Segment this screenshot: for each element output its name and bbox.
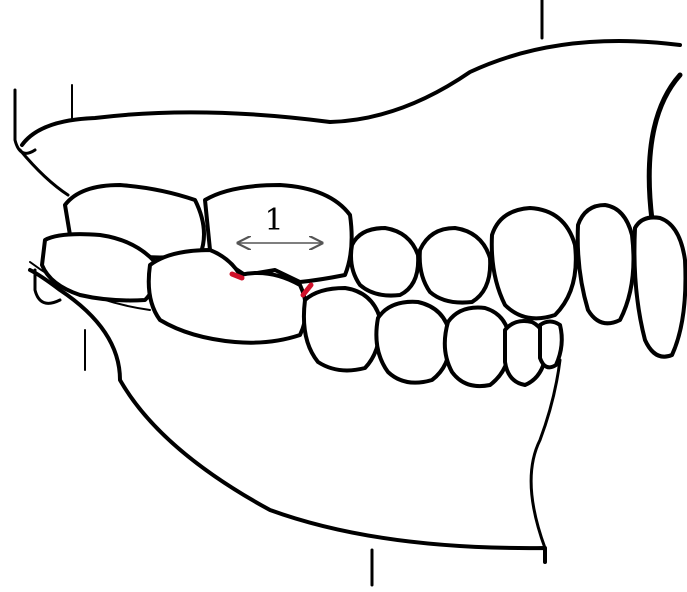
upper-premolar-1 xyxy=(420,228,490,303)
lower-jaw-front-curve xyxy=(531,360,560,548)
upper-lateral-incisor xyxy=(578,205,634,323)
lower-incisor-2 xyxy=(540,322,562,368)
upper-canine xyxy=(492,208,576,318)
lower-premolar-2 xyxy=(304,288,380,370)
measurement-label: 1 xyxy=(264,203,283,238)
upper-gum-inner-curve xyxy=(20,150,68,195)
upper-gum-line xyxy=(22,41,680,145)
contact-marker-distal xyxy=(303,285,311,295)
lower-premolar-1 xyxy=(376,302,450,383)
upper-central-incisor xyxy=(634,217,685,356)
upper-premolar-2 xyxy=(351,228,418,296)
upper-jaw-front-curve xyxy=(649,75,680,220)
lower-canine xyxy=(445,308,510,387)
